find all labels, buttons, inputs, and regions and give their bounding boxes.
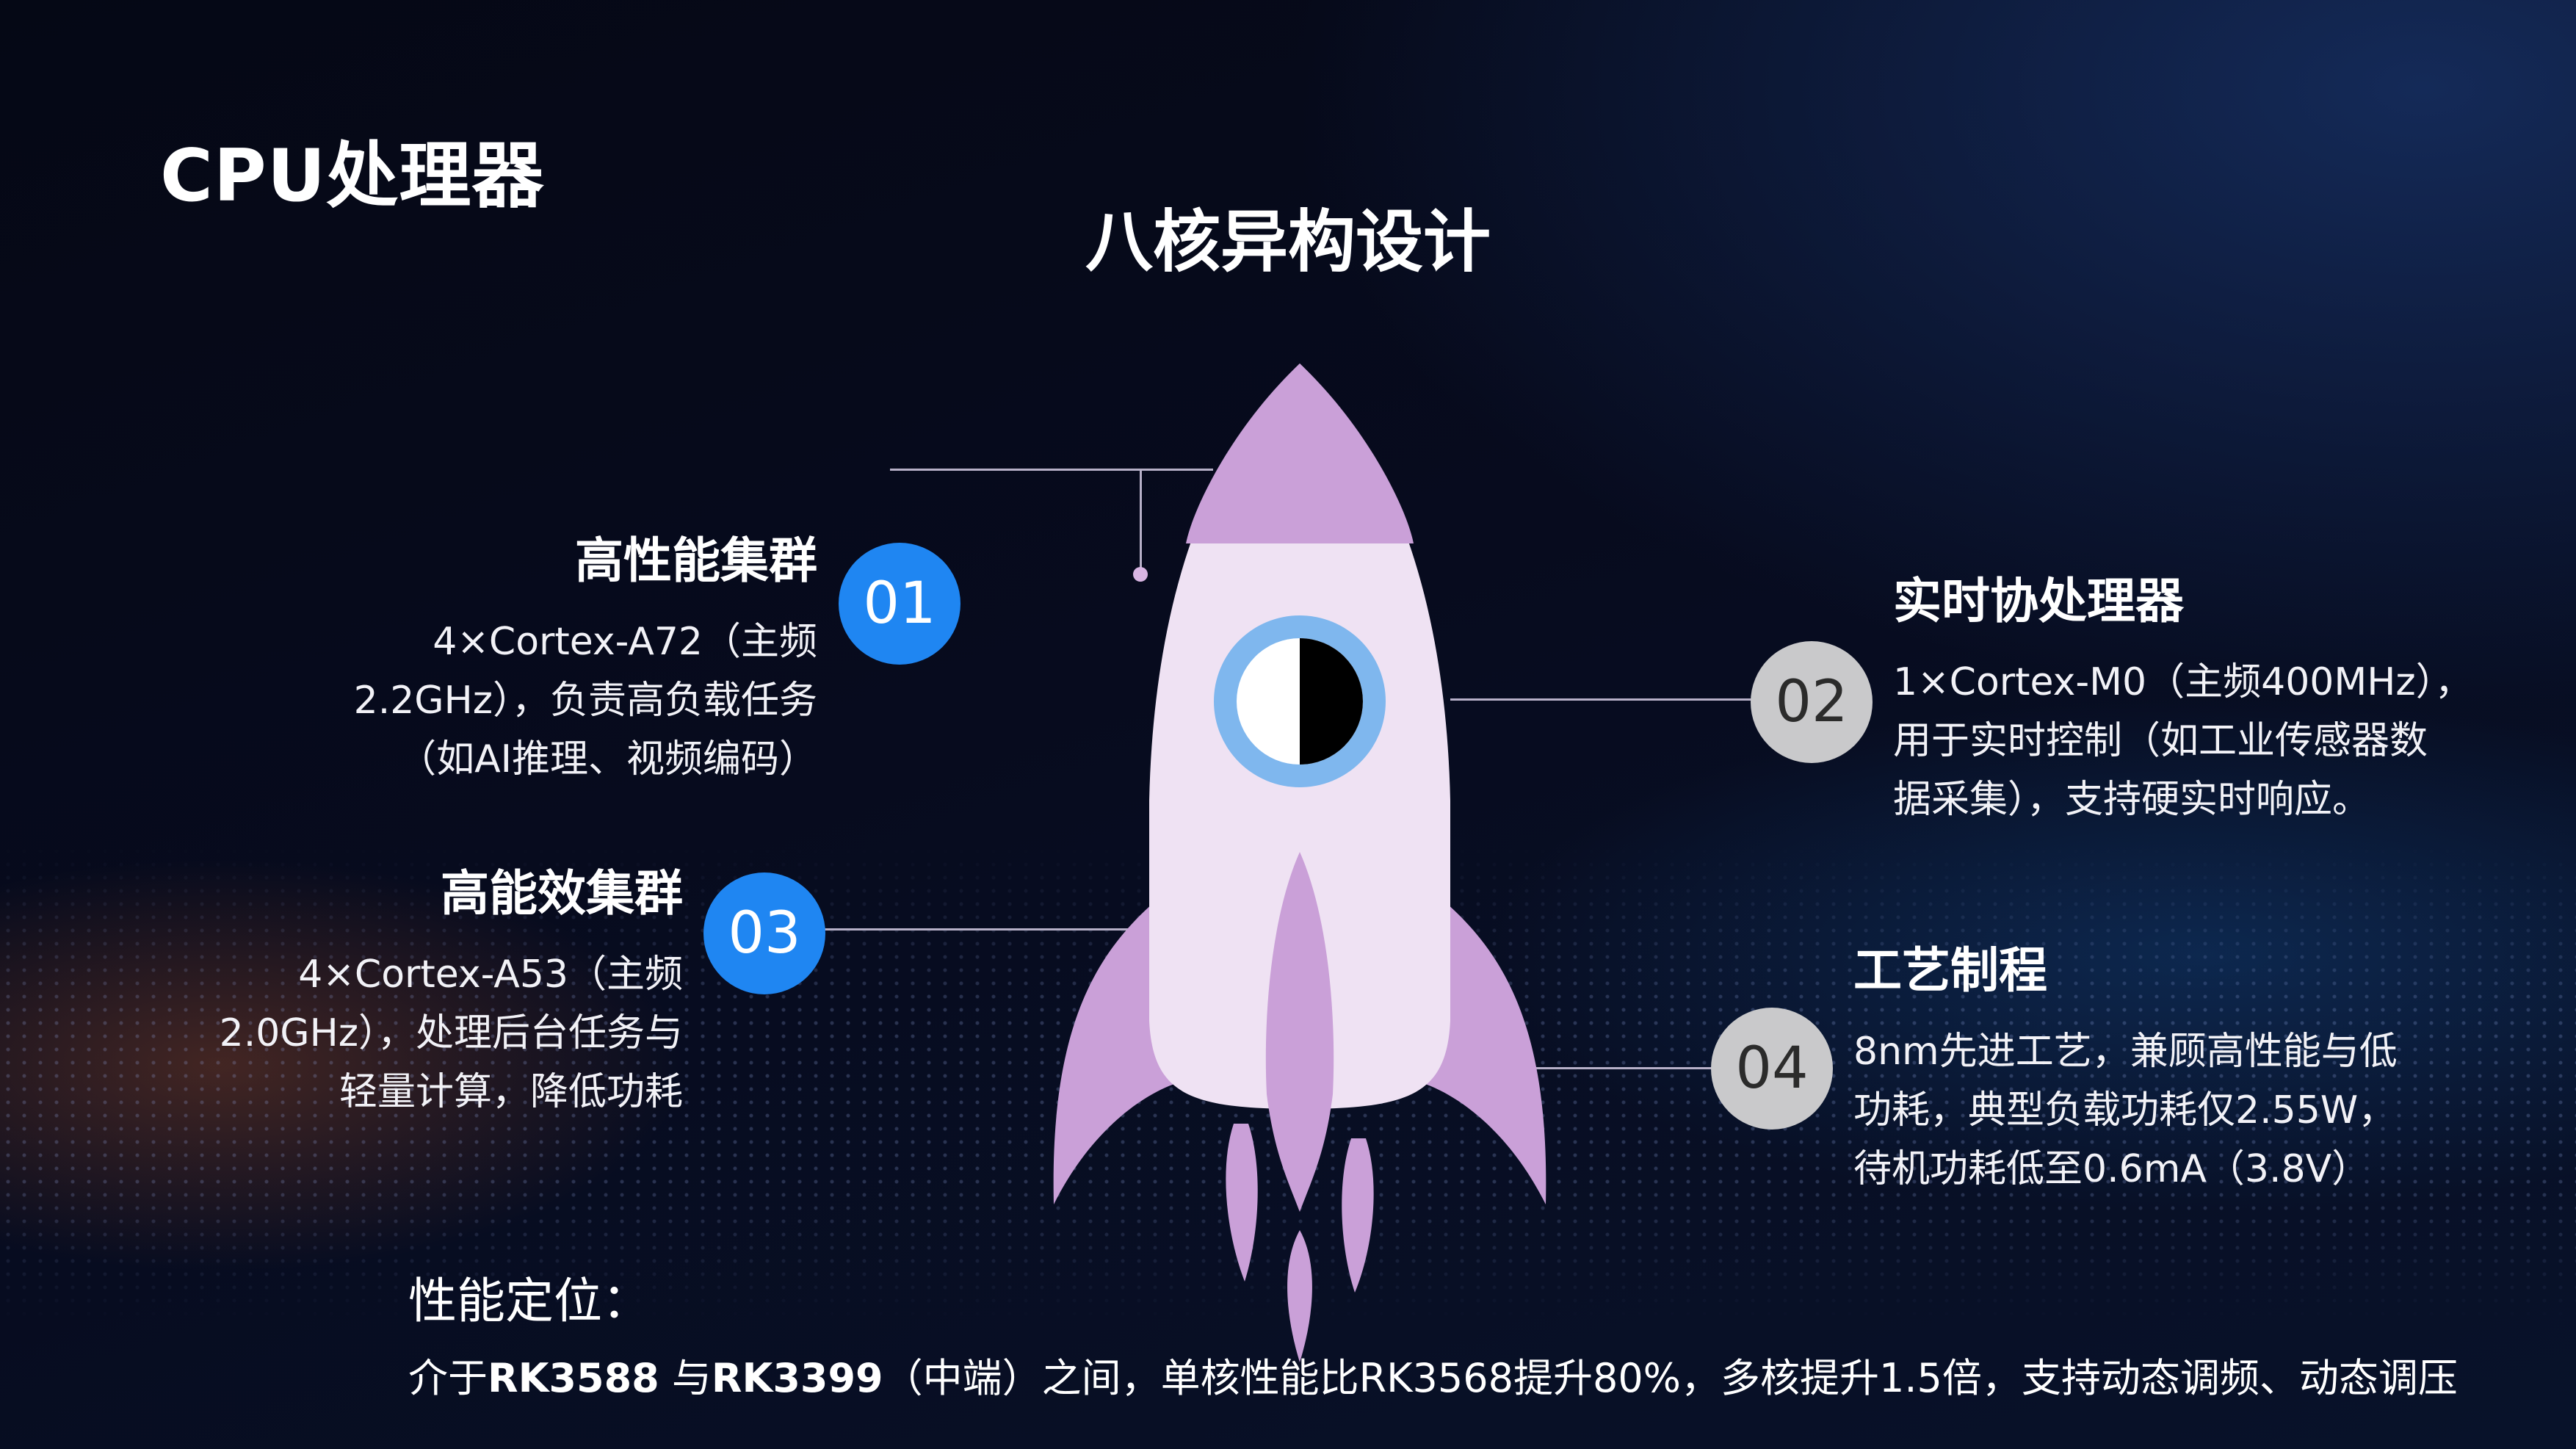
rocket-icon: [1053, 364, 1546, 1362]
connector-04: [1531, 1067, 1715, 1069]
performance-text: 介于RK3588 与RK3399（中端）之间，单核性能比RK3568提升80%，…: [408, 1345, 2458, 1403]
feature-01-heading: 高性能集群: [575, 532, 817, 589]
performance-suffix: （中端）之间，单核性能比RK3568提升80%，多核提升1.5倍，支持动态调频、…: [883, 1355, 2458, 1401]
feature-01: 高性能集群 4×Cortex-A72（主频 2.2GHz），负责高负载任务 （如…: [354, 521, 817, 789]
connector-02: [1450, 698, 1759, 701]
feature-02-line-2: 用于实时控制（如工业传感器数: [1893, 719, 2428, 763]
feature-01-line-1: 4×Cortex-A72（主频: [433, 620, 817, 664]
feature-04-badge: 04: [1711, 1008, 1833, 1130]
performance-chip-a: RK3588: [488, 1355, 659, 1401]
performance-join: 与: [659, 1355, 712, 1401]
feature-04-line-2: 功耗，典型负载功耗仅2.55W，: [1853, 1088, 2397, 1132]
feature-02-line-3: 据采集），支持硬实时响应。: [1893, 778, 2371, 822]
feature-03-heading: 高能效集群: [441, 865, 683, 922]
feature-02-badge: 02: [1751, 641, 1873, 763]
main-title: 八核异构设计: [1085, 203, 1491, 281]
connector-01-horizontal: [890, 469, 1213, 471]
performance-prefix: 介于: [408, 1355, 488, 1401]
feature-03-line-1: 4×Cortex-A53（主频: [298, 953, 683, 997]
connector-03: [822, 928, 1168, 931]
feature-02-line-1: 1×Cortex-M0（主频400MHz），: [1893, 660, 2473, 704]
connector-01-vertical: [1140, 470, 1142, 573]
feature-01-badge: 01: [839, 543, 960, 665]
feature-03-badge: 03: [703, 872, 825, 994]
feature-04: 工艺制程 8nm先进工艺，兼顾高性能与低 功耗，典型负载功耗仅2.55W， 待机…: [1853, 931, 2398, 1199]
connector-01-dot: [1133, 567, 1148, 582]
feature-03-line-2: 2.0GHz），处理后台任务与: [219, 1011, 683, 1055]
feature-03-line-3: 轻量计算，降低功耗: [339, 1070, 683, 1114]
feature-01-line-2: 2.2GHz），负责高负载任务: [353, 679, 817, 723]
feature-01-line-3: （如AI推理、视频编码）: [398, 737, 817, 781]
feature-04-line-3: 待机功耗低至0.6mA（3.8V）: [1853, 1147, 2370, 1191]
feature-04-line-1: 8nm先进工艺，兼顾高性能与低: [1853, 1030, 2398, 1074]
page-title: CPU处理器: [160, 134, 545, 218]
performance-label: 性能定位：: [408, 1273, 651, 1329]
feature-03: 高能效集群 4×Cortex-A53（主频 2.0GHz），处理后台任务与 轻量…: [220, 854, 683, 1121]
feature-02: 实时协处理器 1×Cortex-M0（主频400MHz）， 用于实时控制（如工业…: [1893, 562, 2473, 829]
feature-04-heading: 工艺制程: [1853, 942, 2047, 999]
feature-02-heading: 实时协处理器: [1893, 573, 2184, 629]
performance-chip-b: RK3399: [711, 1355, 883, 1401]
